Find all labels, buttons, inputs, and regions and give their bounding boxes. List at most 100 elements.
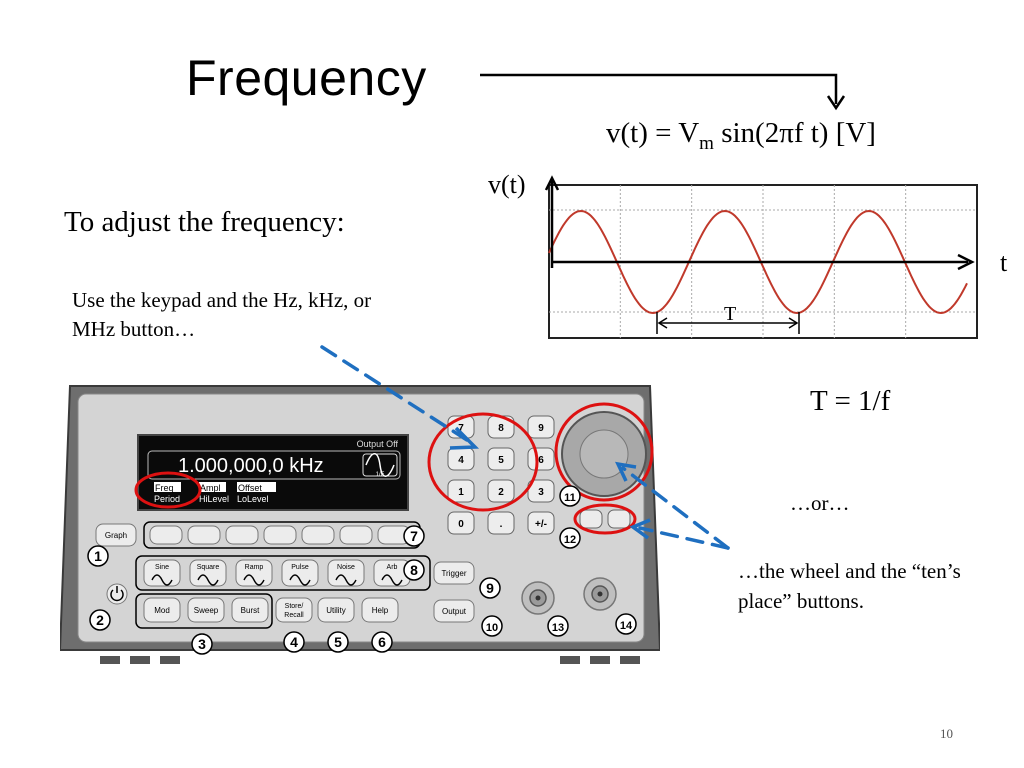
waveform-button-label: Ramp [245, 564, 264, 571]
callout-number: 6 [378, 634, 386, 650]
callout-badge [283, 631, 305, 653]
slide-title: Frequency [186, 50, 427, 106]
mode-button-label: Sweep [194, 606, 219, 615]
waveform-glyph-icon [243, 574, 265, 586]
keypad-key-label: 7 [458, 423, 464, 434]
waveform-button-label: Pulse [291, 564, 309, 571]
display-sine-icon [365, 453, 395, 477]
sine-wave [548, 209, 968, 315]
callout-badge [89, 609, 111, 631]
mode-button [143, 597, 181, 623]
display-readout-frame [147, 450, 401, 480]
cursor-right-button [607, 509, 631, 529]
formula-suffix: sin(2πf t) [V] [713, 117, 876, 149]
softkey-button [301, 525, 335, 545]
display-period-indicator: 1/F [376, 472, 385, 478]
help-button-label: Help [372, 606, 389, 615]
generator-foot [100, 656, 120, 664]
freq-softkey-highlight [134, 471, 202, 509]
waveform-button-label: Square [197, 564, 220, 571]
keypad-key [447, 479, 475, 503]
generator-foot [160, 656, 180, 664]
y-axis-label: v(t) [488, 170, 526, 199]
graph-button [95, 523, 137, 547]
softkey-top-highlight [237, 482, 276, 492]
keypad-key-label: +/- [535, 519, 547, 530]
bnc-connector-pin [597, 591, 603, 597]
store-recall-label-bottom: Recall [284, 612, 304, 619]
keypad-highlight [427, 412, 539, 512]
trigger-button-label: Trigger [441, 569, 466, 578]
callout-number: 8 [410, 562, 418, 578]
time-axis-arrowhead [957, 253, 975, 271]
callout-number: 9 [486, 580, 494, 596]
help-button [361, 597, 399, 623]
mode-button-label: Mod [154, 606, 170, 615]
formula-prefix: v(t) = V [606, 117, 700, 149]
callout-badge [547, 615, 569, 637]
keypad-key-label: 1 [458, 487, 464, 498]
store-recall-button [275, 597, 313, 623]
softkey-button [263, 525, 297, 545]
generator-foot [560, 656, 580, 664]
bnc-connector-pin [535, 595, 541, 601]
softkey-button [149, 525, 183, 545]
keypad-instruction: Use the keypad and the Hz, kHz, or MHz b… [72, 288, 372, 341]
keypad-key-label: 8 [498, 423, 504, 434]
keypad-key-label: . [500, 519, 503, 530]
mode-button [231, 597, 269, 623]
softkey-top-label: Ampl [200, 483, 221, 493]
callout-badge [327, 631, 349, 653]
generator-foot [590, 656, 610, 664]
keypad-key [527, 415, 555, 439]
callout-number: 1 [94, 548, 102, 564]
callout-badge [87, 545, 109, 567]
callout-number: 11 [564, 492, 576, 504]
keypad-key [487, 511, 515, 535]
waveform-glyph-icon [197, 574, 219, 586]
callout-number: 12 [564, 534, 576, 546]
mode-button [187, 597, 225, 623]
page-number: 10 [940, 726, 953, 741]
knob-highlight [554, 402, 654, 502]
keypad-key-label: 4 [458, 455, 464, 466]
or-text: …or… [790, 491, 850, 515]
callout-badge [479, 577, 501, 599]
callout-badge [615, 613, 637, 635]
waveform-button-group [135, 555, 431, 591]
rotary-knob-center [579, 429, 629, 479]
utility-button [317, 597, 355, 623]
callout-badge [559, 485, 581, 507]
softkey-top-label: Offset [238, 483, 262, 493]
waveform-glyph-icon [335, 574, 357, 586]
graph-button-label: Graph [105, 531, 127, 540]
generator-foot [620, 656, 640, 664]
softkey-bottom-label: LoLevel [237, 494, 269, 504]
callout-badge [371, 631, 393, 653]
waveform-glyph-icon [381, 574, 403, 586]
title-arrow [480, 73, 846, 111]
formula-subscript: m [699, 132, 714, 154]
display-status: Output Off [357, 439, 399, 449]
period-label: T [724, 303, 736, 325]
softkey-bottom-label: HiLevel [199, 494, 229, 504]
keypad-key-label: 5 [498, 455, 504, 466]
callout-badge [403, 559, 425, 581]
callout-badge [191, 633, 213, 655]
utility-button-label: Utility [326, 606, 346, 615]
softkey-top-highlight [154, 482, 181, 492]
callout-number: 5 [334, 634, 342, 650]
waveform-button-label: Arb [387, 564, 398, 571]
keypad-key [447, 511, 475, 535]
keypad-key [527, 511, 555, 535]
keypad-key-label: 2 [498, 487, 504, 498]
store-recall-label-top: Store/ [285, 603, 304, 610]
keypad-key [487, 479, 515, 503]
period-arrow-left [657, 317, 668, 329]
waveform-button-label: Noise [337, 564, 355, 571]
callout-number: 7 [410, 528, 418, 544]
period-arrow-right [788, 317, 799, 329]
sine-waveform-diagram: v(t)tT [488, 170, 1008, 339]
period-formula: T = 1/f [810, 385, 891, 417]
